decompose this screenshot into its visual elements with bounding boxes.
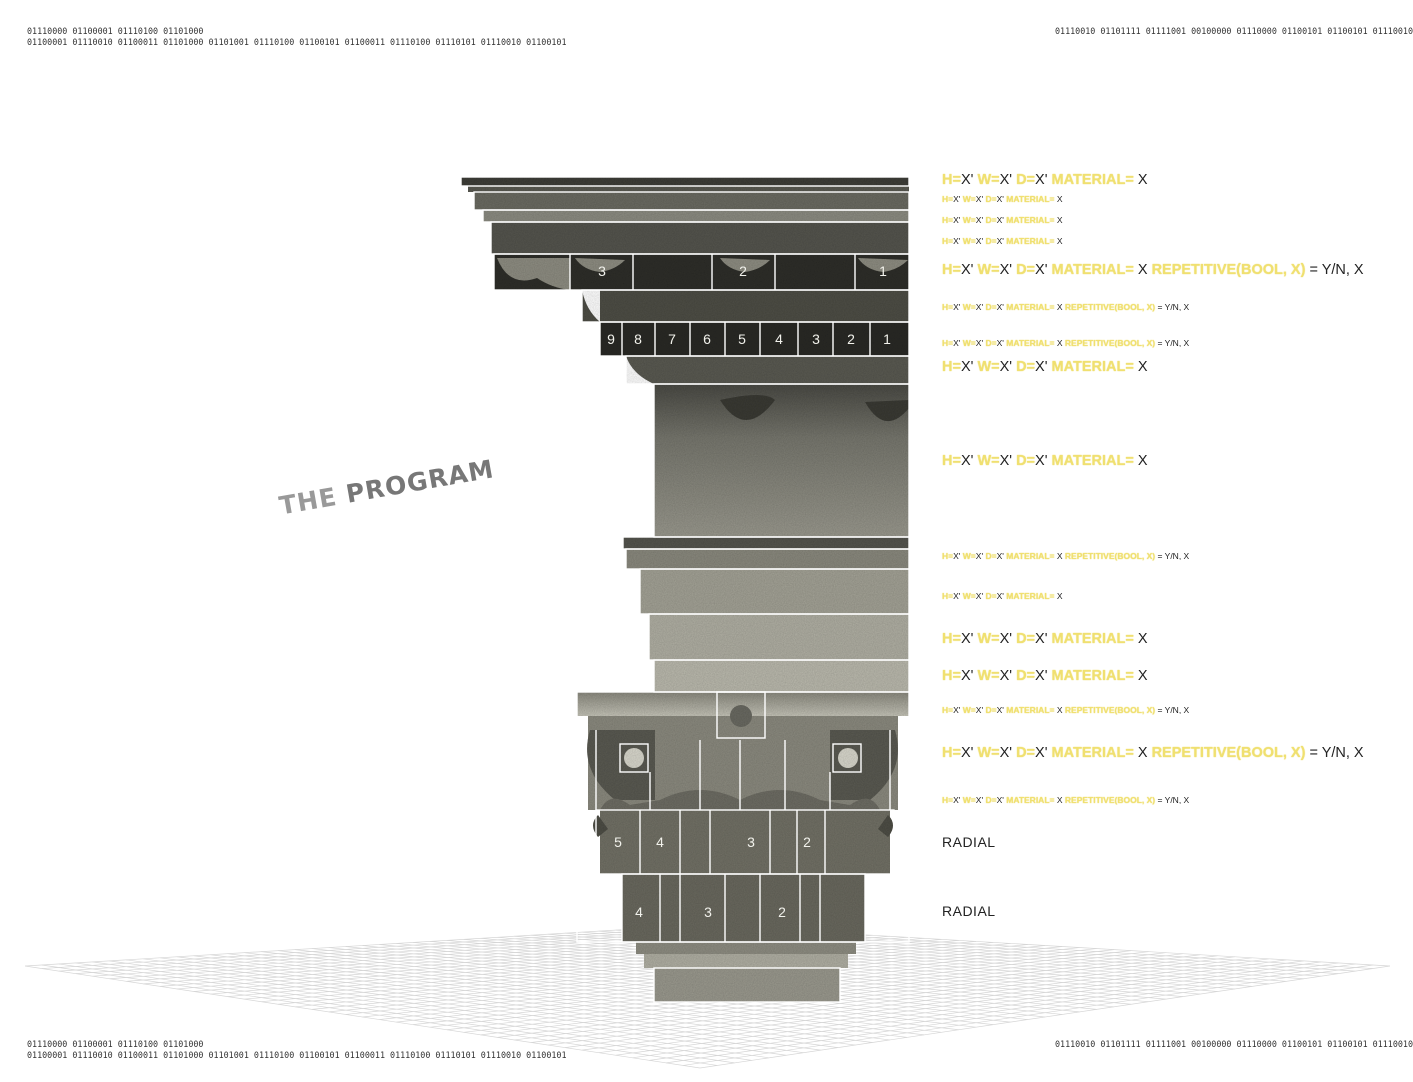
- dentil-number: 3: [812, 331, 820, 347]
- leaf-number: 5: [614, 834, 622, 850]
- leaf-number: 3: [747, 834, 755, 850]
- modillion-bracket: [575, 258, 625, 272]
- dentil-band: [600, 322, 909, 356]
- grid-line: [514, 954, 1201, 1041]
- leaf-number: 2: [803, 834, 811, 850]
- volute-right: [830, 730, 898, 800]
- grid-line: [581, 958, 1270, 1051]
- cornice-corona-top: [474, 192, 909, 210]
- grid-line: [514, 935, 1201, 995]
- leaf-curl: [593, 815, 608, 837]
- cornice-cap: [461, 177, 909, 186]
- neck: [644, 954, 848, 968]
- leaf-number: 3: [704, 904, 712, 920]
- architrave-fascia-2: [649, 614, 909, 660]
- frieze: [654, 384, 909, 537]
- dimension-label: H=X' W=X' D=X' MATERIAL= X: [942, 359, 1148, 375]
- dentil-number: 2: [847, 331, 855, 347]
- dentil-number: 5: [738, 331, 746, 347]
- leaf-number: 2: [778, 904, 786, 920]
- leaf-row-lower: [622, 874, 865, 942]
- radial-label: RADIAL: [942, 834, 996, 850]
- measure-frames: [460, 176, 910, 1003]
- dimension-label-repetitive: H=X' W=X' D=X' MATERIAL= X REPETITIVE(BO…: [942, 338, 1190, 348]
- binary-line: 01100001 01110010 01100011 01101000 0110…: [27, 37, 567, 47]
- architrave-fascia-1: [640, 569, 909, 614]
- leaf-row-upper: [600, 810, 890, 874]
- cornice-fillet: [468, 186, 909, 192]
- leaf-number: 4: [635, 904, 643, 920]
- volute-eye: [624, 748, 644, 768]
- volute-left: [587, 730, 655, 800]
- bed-moulding: [626, 356, 909, 384]
- grid-line: [632, 961, 1322, 1059]
- bed-moulding-curve: [626, 356, 654, 384]
- architrave-cap: [623, 537, 909, 549]
- volute-eye: [838, 748, 858, 768]
- architrave-fascia-3: [654, 660, 909, 692]
- dimension-label: H=X' W=X' D=X' MATERIAL= X: [942, 236, 1063, 246]
- astragal: [636, 942, 856, 954]
- frieze-ornament: [720, 395, 775, 420]
- binary-line: 01100001 01110010 01100011 01101000 0110…: [27, 1050, 567, 1060]
- leaf-curl: [878, 815, 893, 837]
- dentil-number: 6: [703, 331, 711, 347]
- egg-dart-curve: [582, 290, 600, 322]
- modillion-number: 2: [739, 263, 747, 279]
- dimension-label-repetitive: H=X' W=X' D=X' MATERIAL= X REPETITIVE(BO…: [942, 705, 1190, 715]
- grid-line: [699, 965, 1391, 1069]
- dimension-label-repetitive: H=X' W=X' D=X' MATERIAL= X REPETITIVE(BO…: [942, 302, 1190, 312]
- dimension-label-repetitive: H=X' W=X' D=X' MATERIAL= X REPETITIVE(BO…: [942, 262, 1364, 278]
- grid-line: [548, 956, 1235, 1046]
- modillion-bracket: [497, 258, 570, 290]
- dentil-number: 7: [668, 331, 676, 347]
- dentil-number: 9: [607, 331, 615, 347]
- binary-bottom-left: 01110000 01100001 01110100 01101000 0110…: [27, 1039, 567, 1061]
- dimension-label: H=X' W=X' D=X' MATERIAL= X: [942, 215, 1063, 225]
- egg-dart-band: [582, 290, 909, 322]
- dimension-label: H=X' W=X' D=X' MATERIAL= X: [942, 591, 1063, 601]
- binary-bottom-right: 01110010 01101111 01111001 00100000 0111…: [1055, 1039, 1413, 1049]
- grid-line: [615, 960, 1304, 1056]
- radial-label: RADIAL: [942, 903, 996, 919]
- grid-line: [598, 959, 1287, 1054]
- dimension-label: H=X' W=X' D=X' MATERIAL= X: [942, 668, 1148, 684]
- dentil-number: 8: [634, 331, 642, 347]
- architrave-fillet: [626, 549, 909, 569]
- binary-line: 01110000 01100001 01110100 01101000: [27, 26, 204, 36]
- leaf-number: 4: [656, 834, 664, 850]
- dimension-label: H=X' W=X' D=X' MATERIAL= X: [942, 194, 1063, 204]
- modillion-bracket: [720, 258, 770, 272]
- modillion-number: 1: [879, 263, 887, 279]
- grid-line: [666, 963, 1356, 1064]
- dentil-number: 1: [883, 331, 891, 347]
- grid-line: [531, 955, 1218, 1043]
- rosette: [730, 705, 752, 727]
- grid-line: [649, 962, 1339, 1061]
- dimension-label-repetitive: H=X' W=X' D=X' MATERIAL= X REPETITIVE(BO…: [942, 551, 1190, 561]
- modillion-number: 3: [598, 263, 606, 279]
- binary-top-right: 01110010 01101111 01111001 00100000 0111…: [1055, 26, 1413, 36]
- dimension-label: H=X' W=X' D=X' MATERIAL= X: [942, 631, 1148, 647]
- dimension-label: H=X' W=X' D=X' MATERIAL= X: [942, 453, 1148, 469]
- dimension-label: H=X' W=X' D=X' MATERIAL= X: [942, 172, 1148, 188]
- shaft-top: [654, 968, 840, 1002]
- binary-line: 01110000 01100001 01110100 01101000: [27, 1039, 204, 1049]
- grid-line: [683, 964, 1373, 1066]
- dentil-number: 4: [775, 331, 783, 347]
- binary-top-left: 01110000 01100001 01110100 01101000 0110…: [27, 26, 567, 48]
- modillion-bracket: [858, 258, 908, 272]
- frieze-ornament: [865, 400, 909, 422]
- cornice-corona: [491, 222, 909, 254]
- dimension-label-repetitive: H=X' W=X' D=X' MATERIAL= X REPETITIVE(BO…: [942, 745, 1364, 761]
- dimension-label-repetitive: H=X' W=X' D=X' MATERIAL= X REPETITIVE(BO…: [942, 795, 1190, 805]
- grid-line: [564, 957, 1253, 1048]
- cornice-corona-mid: [483, 210, 909, 222]
